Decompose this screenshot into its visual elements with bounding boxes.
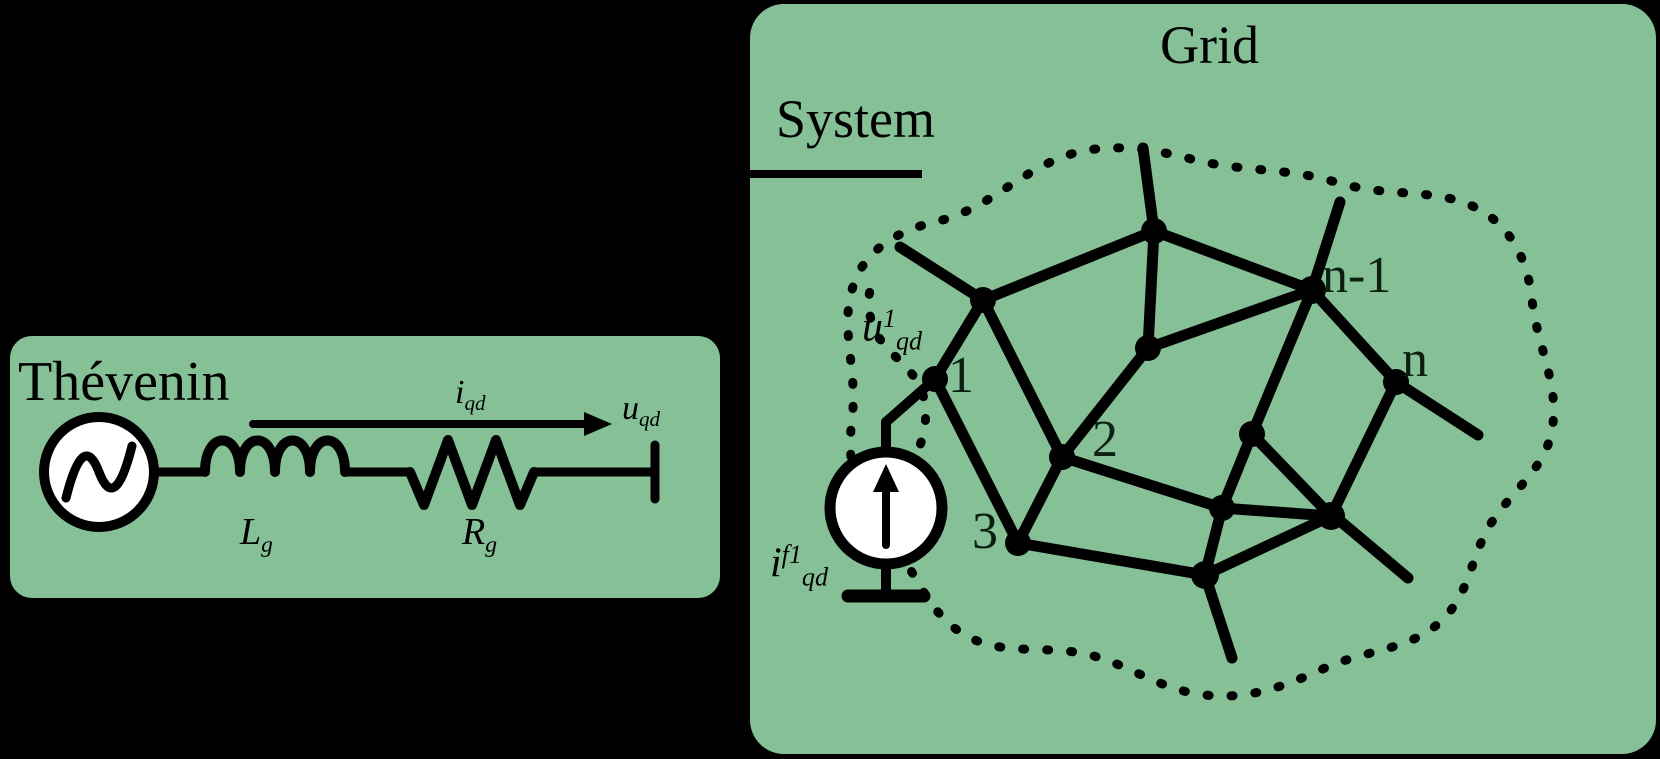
edge-n-bl-to-rc xyxy=(1199,510,1337,581)
system-subtitle: System xyxy=(776,89,936,149)
thevenin-voltage-label: uqd xyxy=(622,390,661,432)
resistor-zigzag xyxy=(405,435,539,510)
edge-o-ic-to-ur xyxy=(1216,428,1258,514)
grid-node-label-1: 1 xyxy=(948,347,974,404)
edge-r-n-to-rc xyxy=(1325,376,1402,522)
edge-h-node1-to-3 xyxy=(929,373,1024,549)
edge-stub-topright xyxy=(1306,196,1346,296)
current-arrow-head xyxy=(584,412,612,436)
grid-node-label-n-minus-1: n-1 xyxy=(1322,247,1392,304)
grid-node-bottom-left xyxy=(1191,561,1219,589)
grid-node-topleft xyxy=(970,287,996,313)
fault-current-label: if1qd xyxy=(770,540,828,592)
grid-node-n-minus-1 xyxy=(1298,276,1326,304)
edge-a-top-to-tl xyxy=(977,225,1160,306)
inductor-coils xyxy=(200,435,350,477)
inductor-label: Lg xyxy=(240,511,273,558)
system-underline-rule xyxy=(750,170,922,178)
edge-c-top-to-mid xyxy=(1142,225,1160,354)
edge-d-mid-to-n1 xyxy=(1142,284,1318,354)
edge-m-ic-to-rc xyxy=(1216,502,1337,522)
grid-node-label-3: 3 xyxy=(972,503,998,560)
edge-q-ur-to-rc xyxy=(1246,428,1337,522)
edge-stub-lowright xyxy=(1327,509,1414,584)
fault-current-source xyxy=(824,374,948,603)
grid-node-3 xyxy=(1005,530,1031,556)
grid-panel xyxy=(750,4,1656,754)
bus-voltage-label: u1qd xyxy=(862,304,923,356)
edge-j-node2-to-ic xyxy=(1056,451,1228,514)
resistor-label: Rg xyxy=(462,511,497,558)
grid-boundary-dotted-outline xyxy=(843,143,1559,701)
edge-g-mid-to-node2 xyxy=(1056,342,1154,463)
edge-stub-topleft xyxy=(894,241,989,306)
grid-node-n xyxy=(1383,369,1409,395)
grid-node-label-2: 2 xyxy=(1092,411,1118,468)
edge-b-top-to-n1 xyxy=(1148,225,1318,296)
edge-stub-bottom xyxy=(1199,569,1238,664)
edge-stub-right xyxy=(1390,376,1484,441)
edge-i-node2-to-3 xyxy=(1012,451,1068,549)
edge-p-ur-to-n1 xyxy=(1246,284,1318,440)
grid-node-mid xyxy=(1135,335,1161,361)
grid-node-top xyxy=(1141,218,1167,244)
edge-e-tl-to-node1 xyxy=(929,294,989,385)
wire-node1-to-source xyxy=(881,374,940,457)
grid-node-upper-right xyxy=(1239,421,1265,447)
thevenin-current-label: iqd xyxy=(455,374,486,416)
grid-node-label-n: n xyxy=(1402,331,1428,388)
ac-source-sine-icon xyxy=(61,441,137,503)
edge-stub-topcenter xyxy=(1137,142,1160,237)
edge-s-n1-to-n xyxy=(1306,284,1402,388)
edge-f-tl-to-node2 xyxy=(977,294,1068,463)
thevenin-title: Thévenin xyxy=(18,351,230,413)
grid-node-2 xyxy=(1049,444,1075,470)
grid-title: Grid xyxy=(1160,15,1259,75)
grid-node-inner-center xyxy=(1209,495,1235,521)
grid-edges xyxy=(894,142,1484,664)
edge-k-node3-to-bl xyxy=(1012,537,1211,581)
grid-node-right-center xyxy=(1317,502,1345,530)
current-source-arrow-head xyxy=(873,464,899,492)
